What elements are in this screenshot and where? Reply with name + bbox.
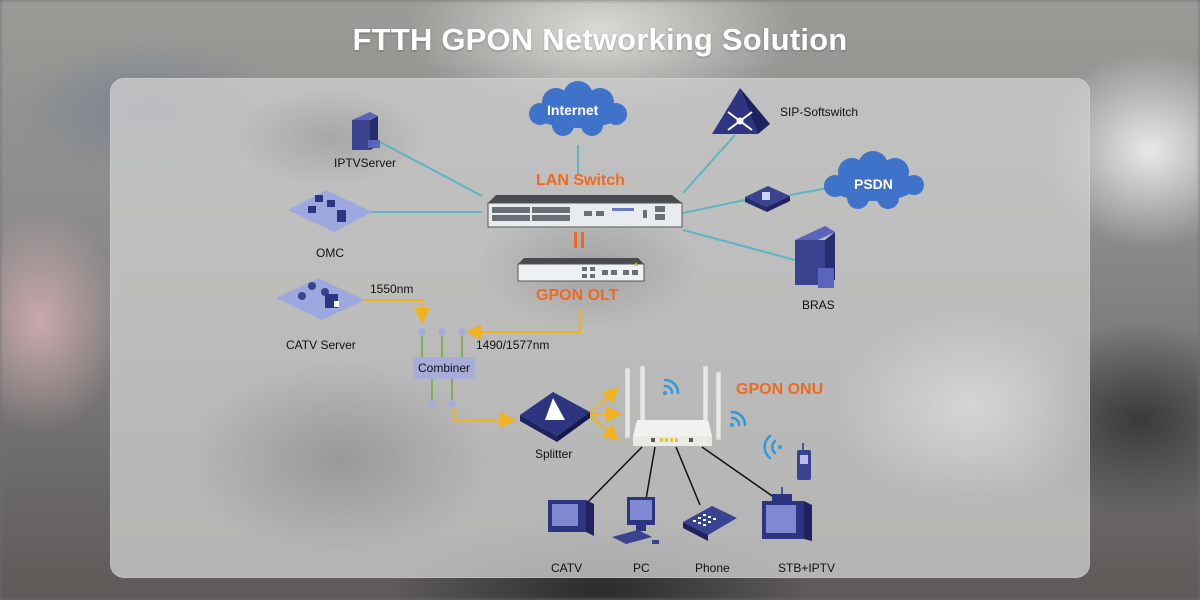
- phone-label: Phone: [695, 561, 730, 575]
- omc-label: OMC: [316, 246, 344, 260]
- catv-tv-icon[interactable]: [548, 500, 594, 536]
- catv-server-label: CATV Server: [286, 338, 356, 352]
- catv-label: CATV: [551, 561, 583, 575]
- telephone-icon[interactable]: [683, 506, 737, 541]
- lan-switch-label: LAN Switch: [536, 172, 625, 189]
- lan-switch-device[interactable]: [487, 195, 683, 228]
- internet-label: Internet: [547, 102, 599, 118]
- fiber-olt-combiner: [466, 310, 581, 340]
- gpon-onu-label: GPON ONU: [736, 381, 824, 398]
- page-title: FTTH GPON Networking Solution: [352, 22, 848, 57]
- sip-softswitch-icon[interactable]: [712, 88, 770, 134]
- link-onu-stb: [701, 446, 779, 501]
- link-onu-catv: [579, 446, 643, 511]
- link-onu-pc: [644, 446, 656, 506]
- wifi-icon-2: [730, 410, 747, 427]
- combiner-box[interactable]: Combiner: [413, 357, 475, 379]
- gpon-olt-label: GPON OLT: [536, 287, 619, 304]
- gpon-olt-device[interactable]: [517, 258, 645, 282]
- splitter-label: Splitter: [535, 447, 573, 461]
- link-switch-router: [682, 199, 746, 214]
- gpon-onu-router-icon[interactable]: [624, 365, 722, 446]
- onu-device-links: [579, 446, 779, 511]
- fiber-combiner-splitter: [454, 404, 516, 428]
- combiner-pins: [418, 328, 466, 408]
- psdn-label: PSDN: [854, 176, 893, 192]
- bras-server-icon[interactable]: [795, 226, 835, 288]
- link-router-psdn: [789, 187, 829, 196]
- iptv-server-label: IPTVServer: [334, 156, 397, 170]
- stb-iptv-label: STB+IPTV: [778, 561, 836, 575]
- wavelength-catv-label: 1550nm: [370, 282, 414, 296]
- internet-cloud-icon[interactable]: [529, 81, 627, 136]
- bras-label: BRAS: [802, 298, 835, 312]
- fiber-links: [362, 299, 622, 441]
- splitter-icon[interactable]: [520, 392, 590, 442]
- ethernet-links: [370, 134, 829, 261]
- router-icon[interactable]: [745, 186, 790, 212]
- wifi-icon-3: [763, 434, 782, 460]
- link-onu-phone: [675, 446, 701, 506]
- switch-olt-connector-icon: [574, 232, 584, 248]
- psdn-cloud-icon[interactable]: [824, 151, 924, 209]
- pc-computer-icon[interactable]: [612, 497, 659, 544]
- mobile-phone-icon[interactable]: [797, 443, 811, 480]
- sip-softswitch-label: SIP-Softswitch: [780, 105, 859, 119]
- fiber-splitter-out-1: [589, 387, 620, 413]
- fiber-splitter-out-3: [589, 415, 620, 441]
- link-switch-sip: [682, 134, 736, 194]
- wifi-icon-1: [663, 378, 680, 395]
- diagram-panel: [110, 78, 1090, 578]
- fiber-catv-combiner: [362, 299, 430, 324]
- pc-label: PC: [633, 561, 650, 575]
- stb-iptv-icon[interactable]: [762, 487, 812, 541]
- omc-workstations-icon[interactable]: [288, 190, 372, 232]
- link-switch-bras: [682, 229, 796, 261]
- catv-server-icon[interactable]: [276, 278, 364, 320]
- wavelength-olt-label: 1490/1577nm: [476, 338, 550, 352]
- link-iptv-switch: [379, 141, 483, 197]
- iptv-server-icon[interactable]: [352, 112, 380, 150]
